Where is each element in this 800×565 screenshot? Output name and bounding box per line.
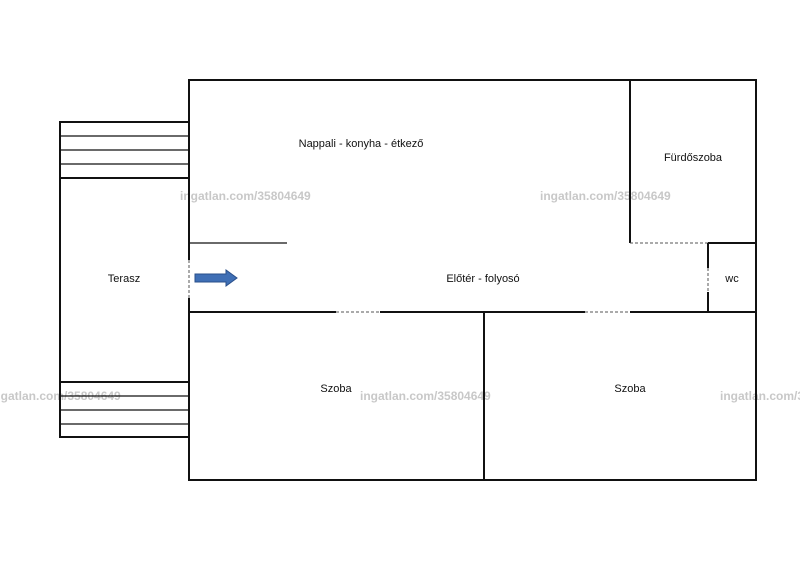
entrance-arrow-icon [194,269,238,287]
house-walls [187,79,757,481]
watermark-text: ingatlan.com/35804649 [540,189,671,203]
room-label-room-right: Szoba [614,383,646,395]
room-label-room-left: Szoba [320,383,352,395]
room-label-wc: wc [724,273,739,285]
watermark-layer: ingatlan.com/35804649 ingatlan.com/35804… [0,189,800,403]
watermark-text: ingatlan.com/35804649 [720,389,800,403]
room-label-living: Nappali - konyha - étkező [299,138,424,150]
room-label-hall: Előtér - folyosó [446,273,519,285]
watermark-text: ingatlan.com/35804649 [360,389,491,403]
watermark-text: ingatlan.com/35804649 [180,189,311,203]
room-label-terrace: Terasz [108,273,140,285]
room-label-bathroom: Fürdőszoba [664,152,723,164]
